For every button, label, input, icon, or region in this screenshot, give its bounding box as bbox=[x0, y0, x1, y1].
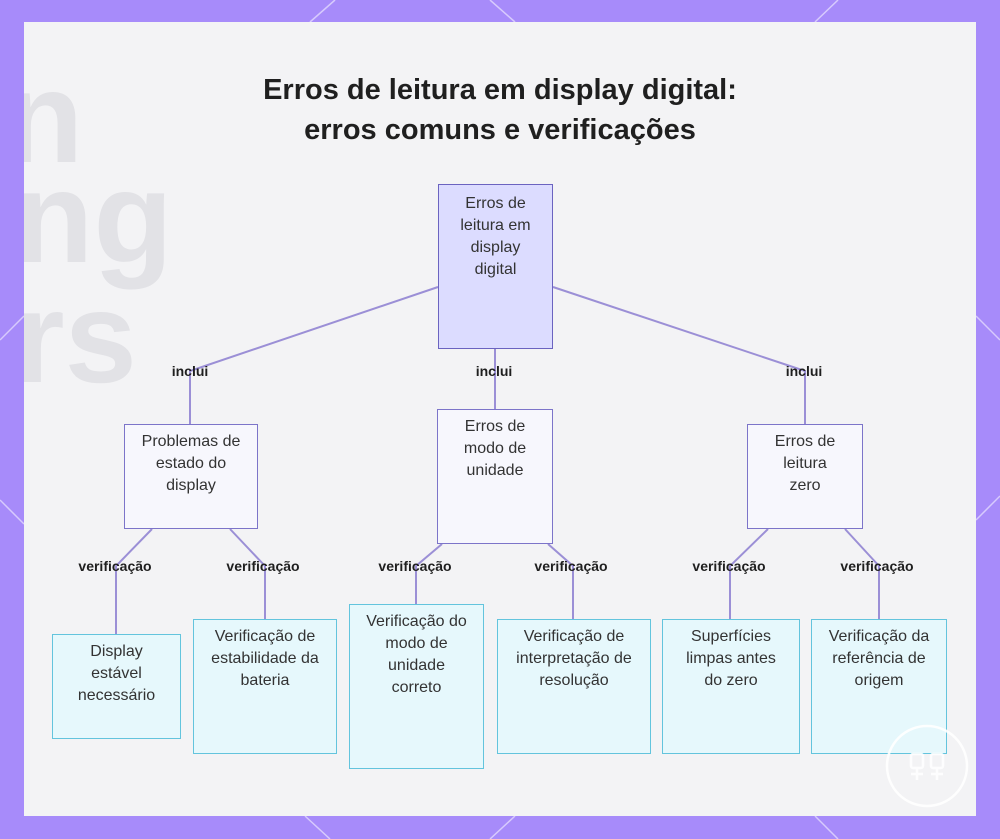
edge-unit-resolution bbox=[548, 544, 573, 619]
node-root: Erros de leitura em display digital bbox=[438, 184, 553, 349]
edge-root-zero-reading bbox=[553, 287, 805, 424]
node-unit-mode-label: Erros de modo de unidade bbox=[438, 416, 552, 482]
node-battery-check-label: Verificação de estabilidade da bateria bbox=[194, 626, 336, 692]
brand-logo-icon bbox=[883, 722, 971, 810]
node-root-label: Erros de leitura em display digital bbox=[439, 193, 552, 281]
node-stable-display-label: Display estável necessário bbox=[53, 641, 180, 707]
edge-zero-clean bbox=[730, 529, 768, 619]
node-display-state-label: Problemas de estado do display bbox=[125, 431, 257, 497]
node-clean-surfaces-label: Superfícies limpas antes do zero bbox=[663, 626, 799, 692]
edge-label-check: verificação bbox=[840, 558, 913, 574]
edge-label-check: verificação bbox=[78, 558, 151, 574]
node-resolution-check-label: Verificação de interpretação de resoluçã… bbox=[498, 626, 650, 692]
edge-root-display-state bbox=[190, 287, 438, 424]
node-unit-mode: Erros de modo de unidade bbox=[437, 409, 553, 544]
node-clean-surfaces: Superfícies limpas antes do zero bbox=[662, 619, 800, 754]
edge-zero-origin bbox=[845, 529, 879, 619]
node-unit-mode-check-label: Verificação do modo de unidade correto bbox=[350, 611, 483, 699]
node-zero-reading: Erros de leitura zero bbox=[747, 424, 863, 529]
node-battery-check: Verificação de estabilidade da bateria bbox=[193, 619, 337, 754]
node-origin-check-label: Verificação da referência de origem bbox=[812, 626, 946, 692]
node-stable-display: Display estável necessário bbox=[52, 634, 181, 739]
edge-label-includes: inclui bbox=[172, 363, 209, 379]
node-zero-reading-label: Erros de leitura zero bbox=[748, 431, 862, 497]
node-display-state: Problemas de estado do display bbox=[124, 424, 258, 529]
node-unit-mode-check: Verificação do modo de unidade correto bbox=[349, 604, 484, 769]
edge-label-check: verificação bbox=[534, 558, 607, 574]
edge-label-includes: inclui bbox=[786, 363, 823, 379]
edge-unit-mode-check bbox=[416, 544, 442, 604]
edge-label-check: verificação bbox=[692, 558, 765, 574]
edge-display-stable bbox=[116, 529, 152, 634]
node-resolution-check: Verificação de interpretação de resoluçã… bbox=[497, 619, 651, 754]
edge-label-includes: inclui bbox=[476, 363, 513, 379]
edge-display-battery bbox=[230, 529, 265, 619]
edge-label-check: verificação bbox=[378, 558, 451, 574]
edge-label-check: verificação bbox=[226, 558, 299, 574]
